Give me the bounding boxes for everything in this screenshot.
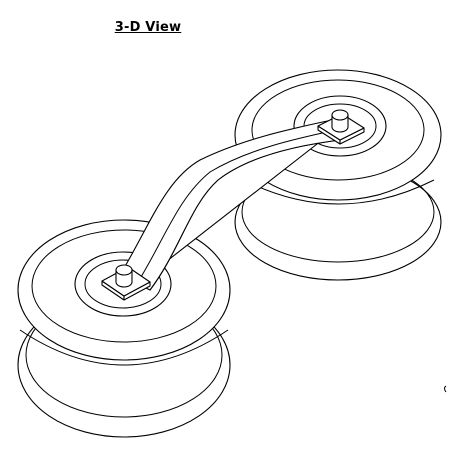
rear-tire-groove bbox=[243, 179, 435, 205]
curved-link-arm bbox=[119, 119, 341, 291]
front-wheel-assembly bbox=[17, 219, 231, 438]
view-title: 3-D View bbox=[114, 20, 182, 35]
front-pivot-pin bbox=[115, 264, 133, 288]
edge-mark bbox=[444, 385, 447, 393]
rear-pivot-pin bbox=[331, 109, 349, 133]
front-tire-groove bbox=[19, 329, 229, 366]
